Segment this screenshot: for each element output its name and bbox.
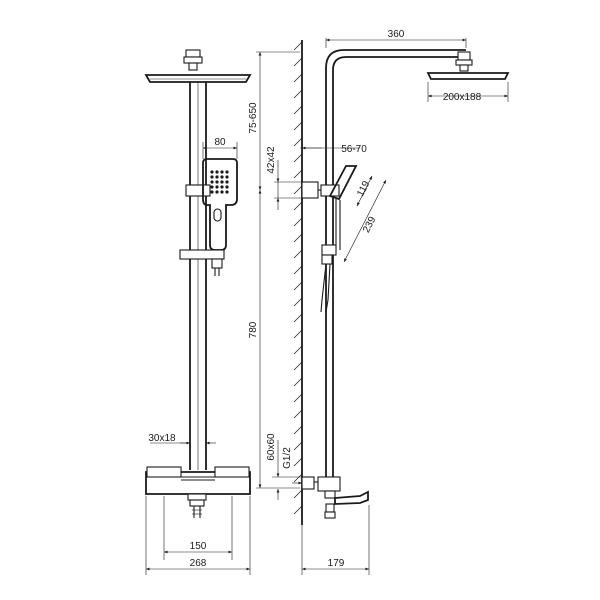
- dim-mixer-width: 268: [145, 496, 251, 575]
- hand-shower-bracket-front: [179, 249, 225, 276]
- dim-column-section: 30x18: [148, 433, 216, 445]
- hand-shower-front: [202, 158, 238, 251]
- side-view: 360 200x188 75-650 56-70 42x42: [248, 29, 510, 575]
- dim-hand-head-width-label: 80: [214, 137, 226, 148]
- dim-head-size-label: 200x188: [443, 92, 482, 103]
- column-side: [325, 49, 466, 480]
- spray-nozzles: [210, 170, 229, 194]
- mixer-front: [145, 466, 251, 518]
- dim-column-len: 780: [248, 190, 300, 489]
- dim-hand-total-len-label: 239: [361, 215, 379, 235]
- wall: [293, 40, 303, 525]
- dim-holder-offset-label: 56-70: [341, 144, 367, 155]
- dim-wall-plate-label: 60x60: [266, 433, 277, 461]
- mixer-side: [301, 476, 369, 519]
- rain-head-front: [144, 49, 252, 83]
- dim-head-reach-label: 360: [388, 29, 405, 40]
- sliding-holder-front: [185, 184, 211, 197]
- hand-shower-side: [328, 165, 358, 250]
- dim-inlet-spacing: 150: [163, 496, 233, 560]
- front-view: 80 30x18 150 268: [144, 49, 252, 575]
- dim-height-adjust-label: 75-650: [248, 102, 259, 134]
- dim-thread: G1/2: [282, 447, 302, 485]
- dim-head-reach: 360: [325, 29, 467, 48]
- dim-column-len-label: 780: [248, 321, 259, 338]
- lower-holder-side: [320, 244, 337, 313]
- dim-hand-head-len-label: 119: [355, 179, 372, 199]
- dim-wall-plate: 60x60: [266, 433, 302, 500]
- wall-holder-side: [301, 181, 340, 199]
- dim-holder-offset: 56-70: [300, 144, 367, 155]
- rain-head-side: [426, 51, 510, 80]
- dim-head-size: 200x188: [427, 82, 509, 103]
- dim-mixer-width-label: 268: [190, 558, 207, 569]
- dim-inlet-spacing-label: 150: [190, 541, 207, 552]
- dim-wall-projection-label: 179: [328, 558, 345, 569]
- dim-holder-size-label: 42x42: [266, 146, 277, 174]
- column-front: [189, 82, 207, 470]
- dim-hand-head-width: 80: [202, 137, 238, 159]
- dim-wall-projection: 179: [301, 505, 370, 575]
- dim-thread-label: G1/2: [282, 447, 293, 469]
- dim-holder-size: 42x42: [266, 146, 302, 210]
- dim-column-section-label: 30x18: [148, 433, 176, 444]
- dim-height-adjust: 75-650: [248, 51, 300, 190]
- dim-hand-head-len: 119: [355, 175, 372, 207]
